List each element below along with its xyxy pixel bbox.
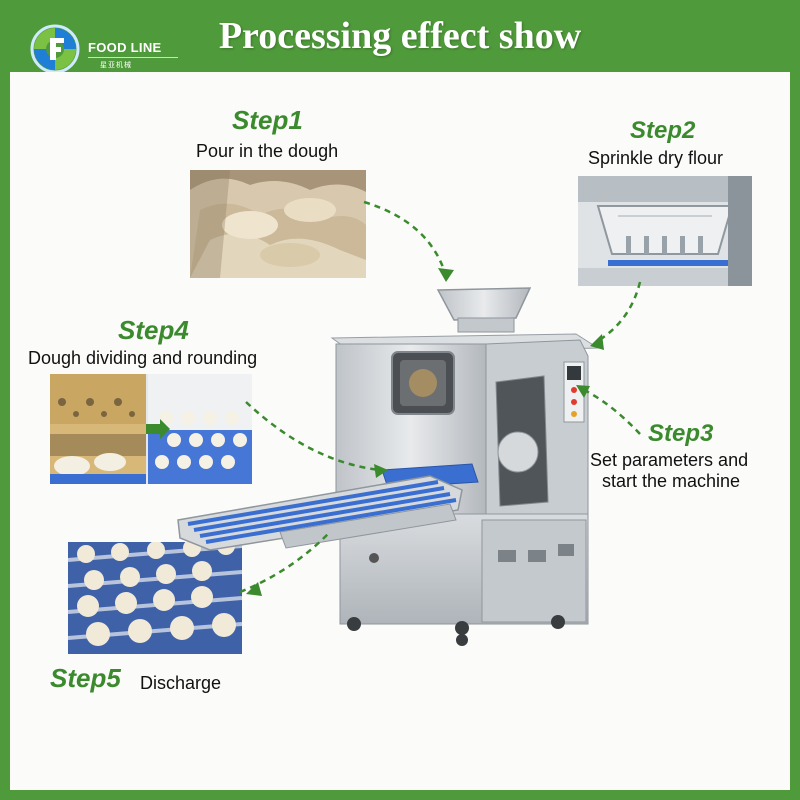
step4-dividing-photo [50, 374, 252, 484]
step3-desc-line1: Set parameters and [590, 450, 749, 470]
arrow-right-icon [146, 419, 170, 439]
step4-desc: Dough dividing and rounding [28, 348, 258, 368]
content-panel: Step1 Pour in the dough Step2 Sprinkle d… [10, 72, 790, 790]
step5-title: Step5 [50, 663, 121, 693]
step1-desc: Pour in the dough [196, 141, 339, 161]
step4-title: Step4 [118, 315, 189, 345]
brand-subtitle: 星亚机械 [100, 61, 132, 69]
page-title: Processing effect show [218, 15, 582, 57]
step2-desc: Sprinkle dry flour [588, 148, 724, 168]
step2-title: Step2 [630, 117, 696, 144]
step2-flour-photo [578, 176, 752, 286]
step5-desc: Discharge [140, 673, 222, 693]
brand-divider [88, 57, 178, 58]
brand-name: FOOD LINE [88, 40, 162, 55]
step1-title: Step1 [232, 105, 303, 135]
step1-dough-photo [190, 170, 366, 278]
dough-divider-machine [177, 200, 642, 646]
step3-desc-line2: start the machine [602, 471, 741, 491]
step3-title: Step3 [648, 420, 714, 447]
step5-discharge-photo [68, 542, 242, 654]
